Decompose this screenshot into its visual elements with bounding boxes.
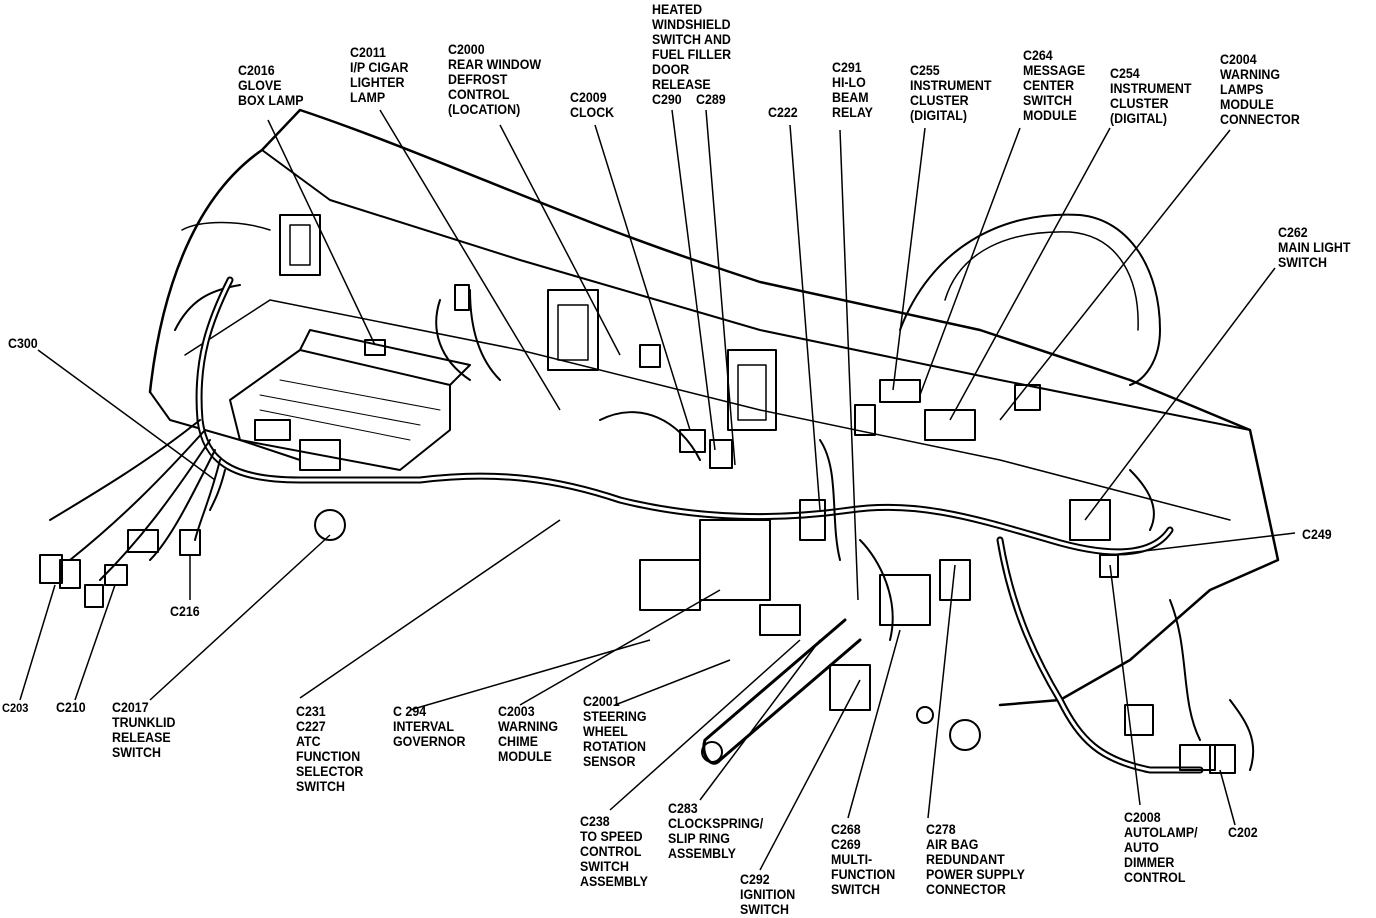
callout-c278: C278 AIR BAG REDUNDANT POWER SUPPLY CONN…	[926, 822, 1025, 897]
right-vent-inner	[737, 364, 767, 421]
callout-c2000: C2000 REAR WINDOW DEFROST CONTROL (LOCAT…	[448, 42, 542, 117]
callout-c291: C291 HI-LO BEAM RELAY	[832, 60, 873, 120]
callout-c2017: C2017 TRUNKLID RELEASE SWITCH	[112, 700, 176, 760]
center-vent	[547, 289, 599, 371]
glove-box	[229, 329, 471, 471]
callout-c300: C300	[8, 336, 38, 351]
left-pigtails	[49, 419, 226, 581]
callout-c292: C292 IGNITION SWITCH	[740, 872, 796, 917]
column-end	[701, 741, 723, 763]
callout-c216: C216	[170, 604, 200, 619]
callout-c283: C283 CLOCKSPRING/ SLIP RING ASSEMBLY	[668, 801, 764, 861]
left-vent	[279, 214, 321, 276]
callout-c2009: C2009 CLOCK	[570, 90, 615, 120]
steering-wheel-outline	[899, 213, 1161, 386]
callout-c210: C210	[56, 700, 86, 715]
callout-c238: C238 TO SPEED CONTROL SWITCH ASSEMBLY	[580, 814, 648, 889]
steering-wheel-inner	[944, 231, 1139, 331]
callout-c2003: C2003 WARNING CHIME MODULE	[498, 704, 559, 764]
main-harness-core	[197, 278, 1172, 554]
callout-c231-c227: C231 C227 ATC FUNCTION SELECTOR SWITCH	[296, 704, 364, 794]
glove-box-lines	[259, 379, 441, 441]
callout-c2016: C2016 GLOVE BOX LAMP	[238, 63, 304, 108]
misc-wires	[435, 289, 1255, 771]
callout-c254: C254 INSTRUMENT CLUSTER (DIGITAL)	[1110, 66, 1192, 126]
callout-c202: C202	[1228, 825, 1258, 840]
right-vent	[727, 349, 777, 431]
connector-blocks	[39, 284, 1236, 774]
center-vent-inner	[557, 304, 589, 361]
callout-c2011: C2011 I/P CIGAR LIGHTER LAMP	[350, 45, 409, 105]
left-vent-inner	[289, 224, 311, 266]
right-harness-branch-core	[998, 538, 1202, 772]
callout-c249: C249	[1302, 527, 1332, 542]
callout-heated-windshield: HEATED WINDSHIELD SWITCH AND FUEL FILLER…	[652, 2, 732, 92]
callout-c2008: C2008 AUTOLAMP/ AUTO DIMMER CONTROL	[1124, 810, 1198, 885]
callout-c2001: C2001 STEERING WHEEL ROTATION SENSOR	[583, 694, 647, 769]
dimmer-bulb	[916, 706, 934, 724]
dash-upper-edge	[261, 149, 1251, 431]
trunklid-switch-bulb	[314, 509, 346, 541]
callout-c268-c269: C268 C269 MULTI- FUNCTION SWITCH	[831, 822, 896, 897]
dash-outline	[148, 108, 1280, 707]
callout-c2004: C2004 WARNING LAMPS MODULE CONNECTOR	[1220, 52, 1300, 127]
callout-c289: C289	[696, 92, 726, 107]
callout-c294: C 294 INTERVAL GOVERNOR	[393, 704, 466, 749]
steering-column	[702, 618, 862, 765]
callout-c264: C264 MESSAGE CENTER SWITCH MODULE	[1023, 48, 1086, 123]
callout-c290: C290	[652, 92, 682, 107]
left-cowl	[149, 284, 301, 461]
leader-lines	[19, 109, 1296, 871]
callout-c203: C203	[2, 701, 29, 715]
airbag-connector-bulb	[949, 719, 981, 751]
dash-inner-edge	[181, 221, 1231, 521]
callout-c255: C255 INSTRUMENT CLUSTER (DIGITAL)	[910, 63, 992, 123]
callout-c222: C222	[768, 105, 798, 120]
callout-c262: C262 MAIN LIGHT SWITCH	[1278, 225, 1351, 270]
